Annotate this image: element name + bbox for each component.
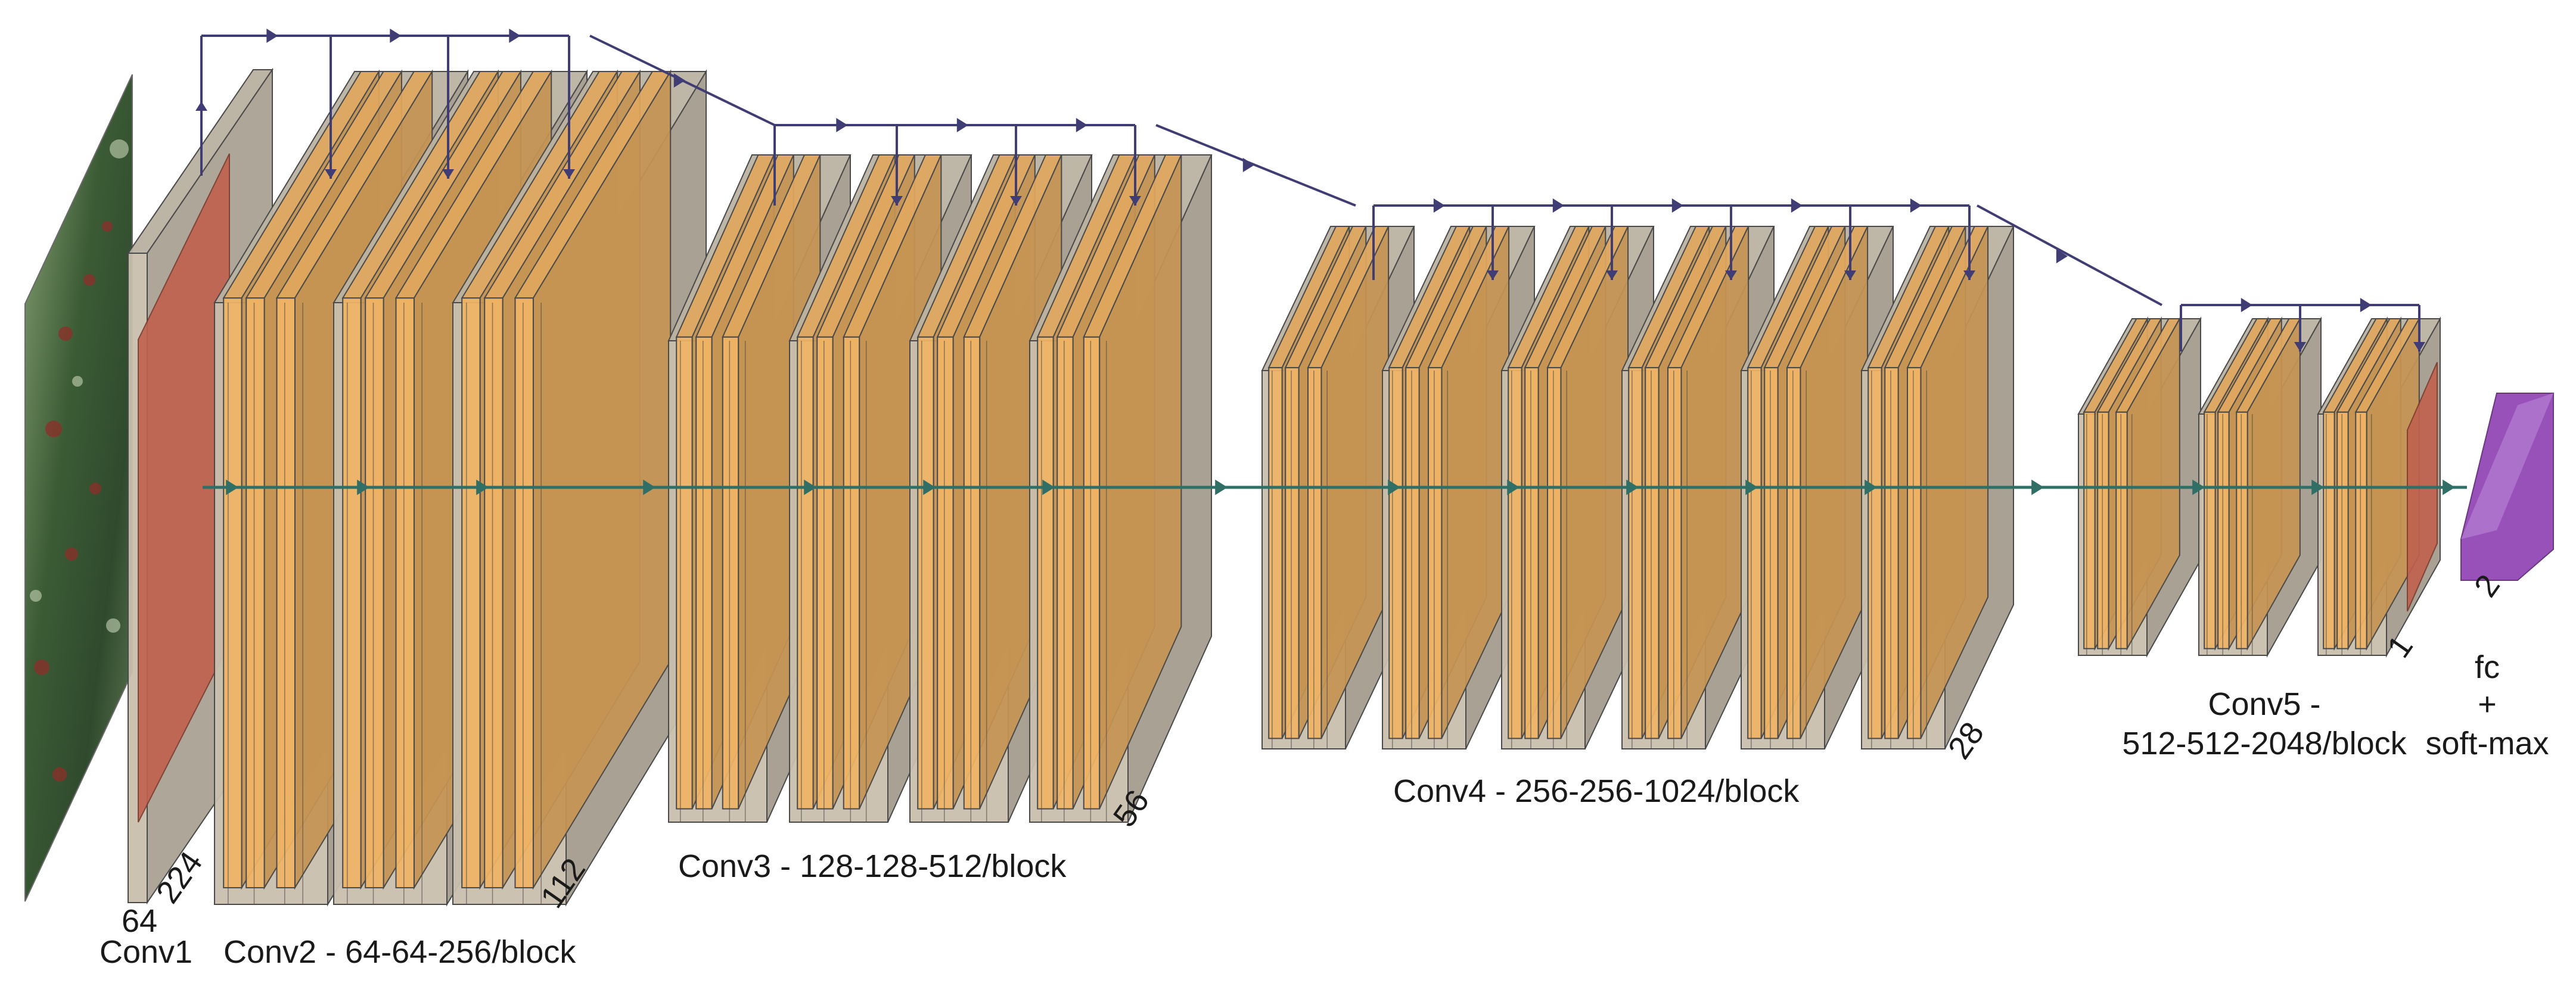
forward-arrow-2 <box>357 480 369 495</box>
conv4-block-3 <box>1500 226 1655 749</box>
connection-arrows <box>195 29 2467 495</box>
conv3-skip-arrow-2 <box>956 118 968 132</box>
conv5-skip-arrow-1 <box>2241 298 2252 312</box>
conv2-skip-arrow-3 <box>509 29 521 43</box>
forward-arrow-11 <box>1626 480 1639 495</box>
forward-arrow-6 <box>923 480 936 495</box>
conv4-block-4 <box>1621 226 1775 749</box>
conv2-skip-arrow-1 <box>266 29 278 43</box>
conv5-block-1 <box>2077 316 2202 658</box>
skip-transition-4-5 <box>1977 204 2162 306</box>
skip-transition-2-3-arrow <box>673 73 685 88</box>
fc-label-line3: soft-max <box>2425 726 2549 761</box>
conv2-block-3 <box>452 69 707 907</box>
input-image <box>24 74 133 902</box>
forward-arrow-5 <box>804 480 816 495</box>
fc-label-line1: fc <box>2475 649 2500 685</box>
conv3-skip-head-3 <box>1129 196 1141 206</box>
conv2-label: Conv2 - 64-64-256/block <box>223 934 576 970</box>
forward-arrow-17 <box>2443 480 2455 495</box>
conv5-label-line2: 512-512-2048/block <box>2122 726 2407 761</box>
fc-label-line2: + <box>2478 686 2497 722</box>
skip-transition-3-4-arrow <box>1242 158 1254 172</box>
conv5-skip-arrow-2 <box>2360 298 2372 312</box>
forward-arrow-16 <box>2311 480 2324 495</box>
conv4-skip-arrow-2 <box>1552 198 1564 213</box>
residual-blocks <box>127 67 2554 907</box>
conv5-block-2 <box>2198 316 2322 658</box>
forward-arrow-12 <box>1745 480 1758 495</box>
conv5-block-3 <box>2317 316 2441 658</box>
conv5-skip-head-2 <box>2413 342 2425 352</box>
conv3-skip-arrow-3 <box>1076 118 1087 132</box>
conv3-label: Conv3 - 128-128-512/block <box>678 848 1067 884</box>
forward-arrow-14 <box>2031 480 2044 495</box>
conv4-block-1 <box>1261 226 1415 749</box>
forward-arrow-10 <box>1507 480 1520 495</box>
conv3-skip-arrow-1 <box>836 118 848 132</box>
fc-layer-top <box>2461 393 2553 539</box>
conv4-skip-arrow-5 <box>1910 198 1922 213</box>
forward-arrow-13 <box>1865 480 1877 495</box>
conv2-skip-head-3 <box>563 169 575 179</box>
conv1-channels-label: 64 <box>122 903 157 939</box>
conv1-up-arrow <box>195 101 207 111</box>
conv1-label: Conv1 <box>100 934 192 970</box>
conv4-skip-head-5 <box>1963 270 1975 280</box>
forward-arrow-9 <box>1388 480 1400 495</box>
forward-arrow-15 <box>2192 480 2205 495</box>
forward-arrow-3 <box>476 480 489 495</box>
conv4-skip-arrow-1 <box>1433 198 1445 213</box>
conv4-label: Conv4 - 256-256-1024/block <box>1393 773 1800 809</box>
conv2-skip-arrow-2 <box>390 29 402 43</box>
forward-arrow-7 <box>1042 480 1055 495</box>
forward-arrow-4 <box>643 480 655 495</box>
skip-transition-4-5-arrow <box>2056 249 2068 263</box>
forward-arrow-8 <box>1215 480 1228 495</box>
conv5-label-line1: Conv5 - <box>2208 686 2320 722</box>
forward-arrow-1 <box>226 480 238 495</box>
conv4-skip-arrow-4 <box>1791 198 1803 213</box>
skip-transition-3-4 <box>1155 124 1356 207</box>
conv4-skip-arrow-3 <box>1671 198 1683 213</box>
conv5-spatial-label: 1 <box>2381 629 2420 664</box>
